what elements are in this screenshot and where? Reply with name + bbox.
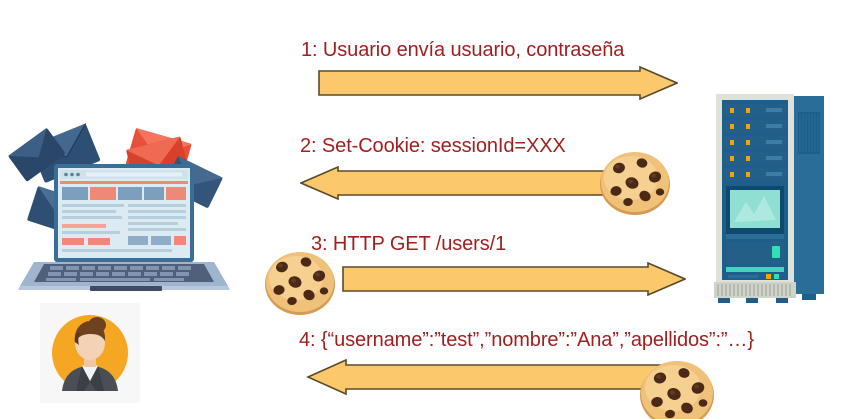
step-3-label: 3: HTTP GET /users/1 (311, 233, 507, 255)
step-4-arrow-left (306, 358, 664, 396)
server-monitor (726, 186, 784, 239)
laptop-screen (54, 164, 194, 262)
envelope-dark-3 (8, 127, 65, 182)
cookie-icon (600, 152, 670, 215)
server-lower-bay (726, 242, 784, 279)
cookie-icon (265, 252, 335, 315)
user-avatar (40, 303, 140, 403)
server-rack-tower (714, 94, 824, 303)
step-1-label: 1: Usuario envía usuario, contraseña (301, 39, 625, 61)
step-4-label: 4: {“username”:”test”,”nombre”:”Ana”,”ap… (299, 329, 754, 351)
step-2-arrow-left (300, 166, 622, 200)
client-laptop-illustration (8, 123, 230, 291)
step-1-arrow-right (318, 66, 678, 100)
step-3-arrow-right (342, 262, 686, 296)
laptop-base (18, 262, 230, 291)
cookie-icon (640, 361, 714, 419)
server-drive-bays (724, 104, 786, 181)
step-2-label: 2: Set-Cookie: sessionId=XXX (300, 135, 566, 157)
server-base-vent (714, 282, 816, 303)
